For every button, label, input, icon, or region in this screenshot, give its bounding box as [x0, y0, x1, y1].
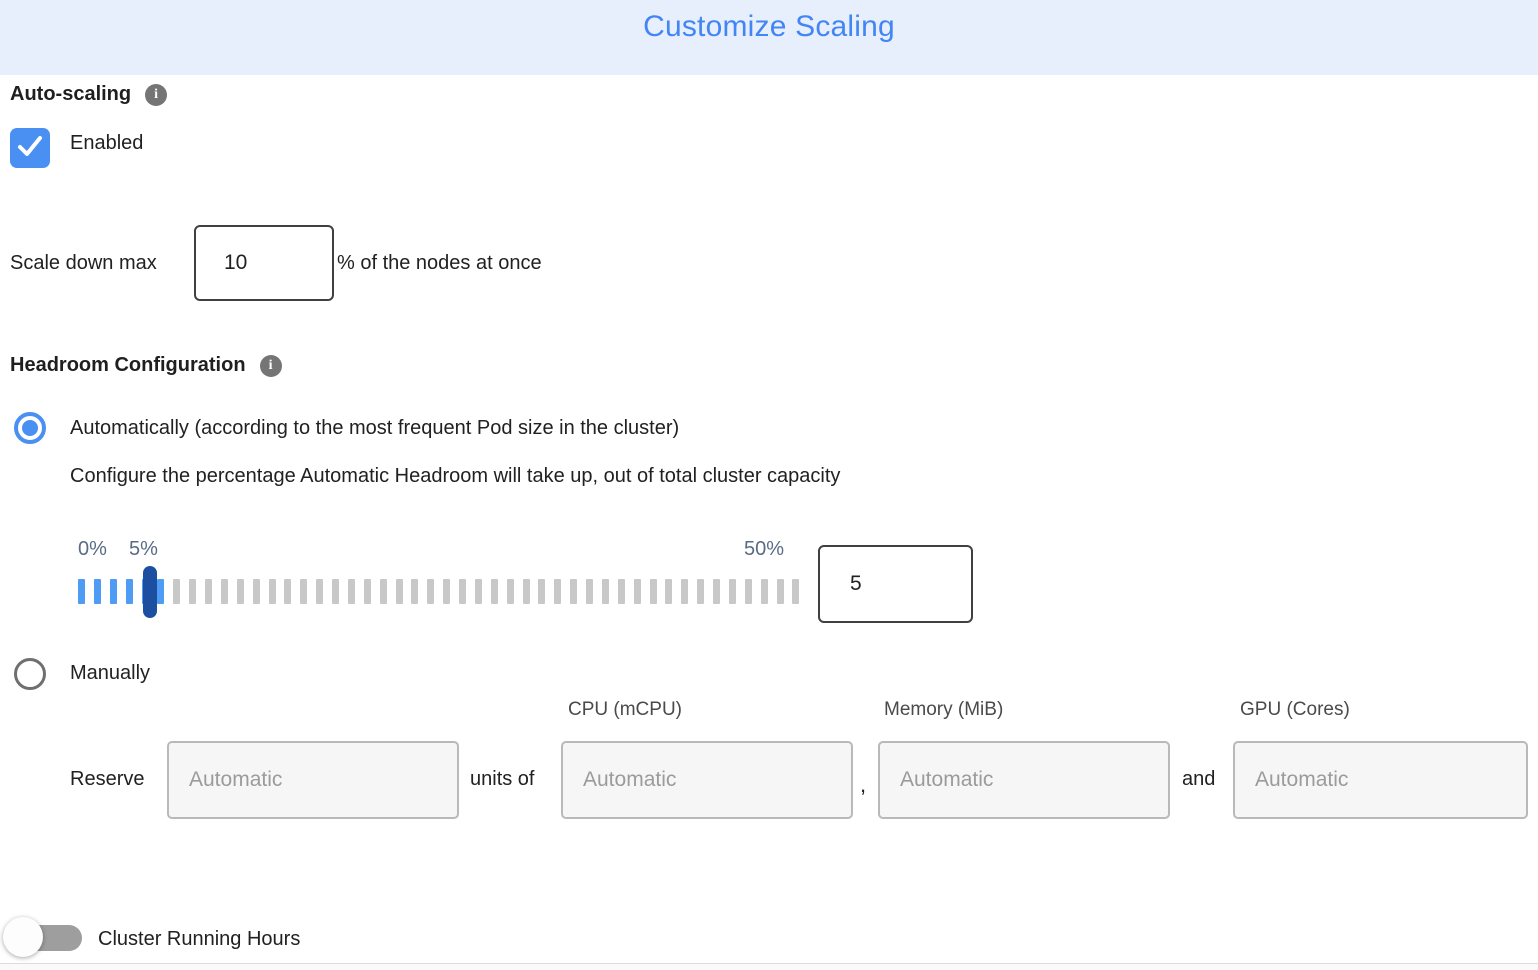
slider-tick [78, 579, 85, 604]
slider-tick [474, 579, 482, 604]
slider-tick [125, 579, 133, 604]
slider-tick [459, 579, 466, 604]
scale-down-max-label: Scale down max [10, 252, 157, 274]
headroom-automatic-description: Configure the percentage Automatic Headr… [70, 465, 841, 487]
slider-tick [681, 579, 689, 604]
slider-tick [776, 579, 784, 604]
slider-tick [363, 579, 371, 604]
reserve-memory-input[interactable] [878, 741, 1170, 819]
slider-tick [697, 579, 705, 604]
slider-tick [554, 579, 562, 604]
cpu-column-header: CPU (mCPU) [568, 699, 682, 720]
slider-tick [570, 579, 578, 604]
info-icon[interactable]: i [259, 354, 282, 377]
auto-scaling-header-row: Auto-scaling i [10, 83, 168, 106]
headroom-automatic-label: Automatically (according to the most fre… [70, 417, 680, 439]
slider-tick [316, 579, 324, 604]
slider-tick [347, 579, 355, 604]
slider-tick [506, 579, 514, 604]
dialog-header: Customize Scaling [0, 0, 1538, 75]
toggle-knob[interactable] [3, 917, 43, 957]
slider-min-label: 0% [78, 538, 107, 560]
headroom-manual-radio[interactable] [14, 658, 46, 690]
slider-tick [109, 579, 117, 604]
slider-tick [379, 579, 387, 604]
reserve-gpu-input[interactable] [1233, 741, 1528, 819]
info-icon[interactable]: i [145, 83, 168, 106]
slider-tick [189, 579, 197, 604]
slider-tick [284, 579, 292, 604]
slider-tick [93, 579, 101, 604]
slider-tick [490, 579, 498, 604]
slider-tick [395, 579, 403, 604]
headroom-header-row: Headroom Configuration i [10, 354, 282, 377]
radio-dot [22, 420, 38, 436]
slider-tick [332, 579, 339, 604]
bottom-divider [0, 963, 1538, 970]
headroom-configuration-label: Headroom Configuration [10, 354, 246, 376]
reserve-label: Reserve [70, 768, 145, 790]
auto-scaling-label: Auto-scaling [10, 83, 132, 105]
scale-down-max-suffix: % of the nodes at once [337, 252, 542, 274]
slider-max-label: 50% [744, 538, 785, 560]
slider-tick [649, 579, 657, 604]
slider-tick [665, 579, 673, 604]
headroom-automatic-radio[interactable] [14, 412, 46, 444]
slider-tick [236, 579, 244, 604]
slider-tick [586, 579, 593, 604]
slider-tick [411, 579, 419, 604]
slider-tick [792, 579, 800, 604]
slider-tick [220, 579, 228, 604]
auto-scaling-enabled-checkbox[interactable] [10, 128, 50, 168]
slider-tick [205, 579, 212, 604]
slider-tick [443, 579, 451, 604]
slider-tick [522, 579, 530, 604]
enabled-label: Enabled [70, 132, 144, 154]
page-title: Customize Scaling [643, 10, 895, 43]
slider-tick [728, 579, 736, 604]
slider-tick [427, 579, 435, 604]
slider-tick [300, 579, 308, 604]
headroom-slider-handle[interactable] [143, 566, 158, 618]
slider-tick [268, 579, 276, 604]
slider-tick [617, 579, 625, 604]
slider-tick [601, 579, 609, 604]
slider-current-label: 5% [129, 538, 158, 560]
slider-tick [633, 579, 641, 604]
checkmark-icon [14, 130, 46, 167]
slider-tick [713, 579, 720, 604]
scale-down-max-input[interactable] [194, 225, 334, 301]
slider-tick [173, 579, 181, 604]
and-label: and [1182, 768, 1216, 790]
slider-tick [538, 579, 546, 604]
slider-tick [760, 579, 768, 604]
slider-tick [157, 579, 165, 604]
slider-tick [252, 579, 260, 604]
units-of-label: units of [470, 768, 535, 790]
comma-separator: , [860, 772, 867, 797]
reserve-cpu-input[interactable] [561, 741, 853, 819]
headroom-manual-label: Manually [70, 662, 151, 684]
gpu-column-header: GPU (Cores) [1240, 699, 1350, 720]
cluster-running-hours-label: Cluster Running Hours [98, 928, 301, 950]
memory-column-header: Memory (MiB) [884, 699, 1004, 720]
headroom-percentage-input[interactable] [818, 545, 973, 623]
headroom-slider-track[interactable] [78, 579, 800, 604]
reserve-units-input[interactable] [167, 741, 459, 819]
slider-tick [744, 579, 752, 604]
